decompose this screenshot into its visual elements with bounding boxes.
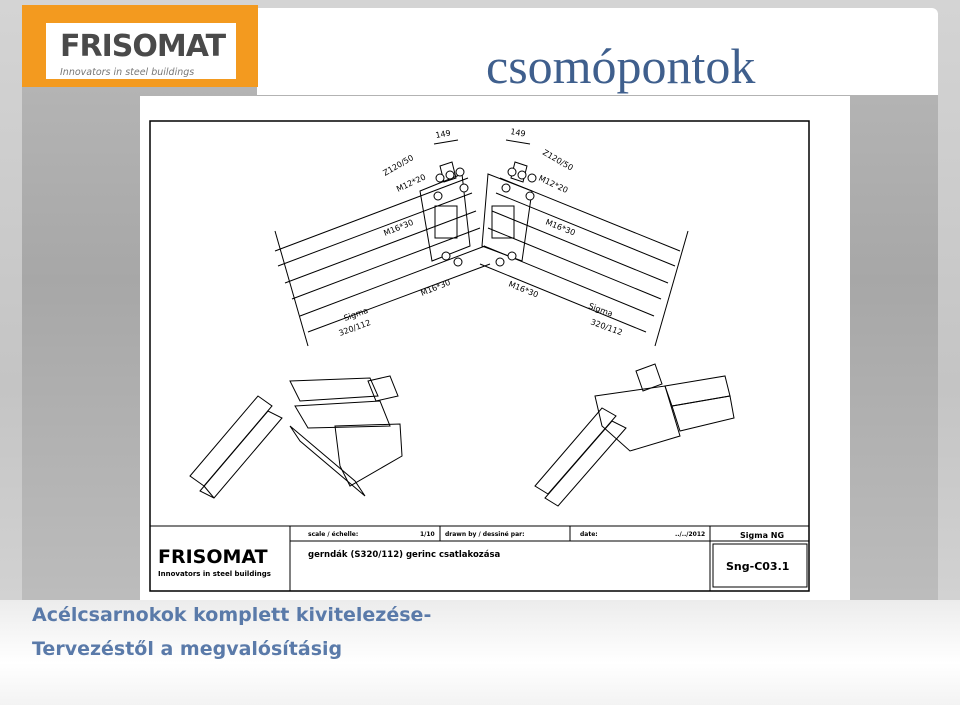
- title-block-tagline: Innovators in steel buildings: [158, 570, 271, 578]
- bolt-low-left-label: M16*30: [419, 278, 451, 298]
- company-logo: FRISOMAT Innovators in steel buildings: [22, 5, 258, 87]
- dim-right: 149: [510, 127, 527, 139]
- right-gusset-plate: [481, 173, 533, 262]
- left-beam-top: [274, 177, 469, 252]
- right-cut-line: [654, 230, 689, 347]
- isometric-left: [189, 375, 403, 499]
- dim-left-line: [433, 139, 459, 145]
- isometric-right: [534, 363, 735, 507]
- technical-drawing: 149 149 Z120/50 Z120/50 M12*20 M12*20 M1…: [140, 96, 850, 600]
- bolt-top-right-label: M12*20: [537, 174, 569, 195]
- bottom-band: [0, 600, 960, 705]
- left-beam-bottom: [307, 263, 491, 333]
- drawn-by-label: drawn by / dessiné par:: [445, 531, 524, 538]
- section-right-label-1: Sigma: [587, 301, 614, 318]
- header-panel: [257, 8, 938, 95]
- drawing-description: gerndák (S320/112) gerinc csatlakozása: [308, 550, 501, 560]
- bolt-low-right-label: M16*30: [507, 280, 539, 300]
- logo-wordmark: FRISOMAT: [60, 29, 226, 64]
- title-block-logo: FRISOMAT: [158, 546, 268, 568]
- right-plate-hole: [491, 205, 515, 239]
- slide-title: csomópontok: [486, 38, 756, 94]
- scale-label: scale / échelle:: [308, 531, 358, 538]
- system-name: Sigma NG: [740, 531, 784, 540]
- logo-tagline: Innovators in steel buildings: [60, 67, 195, 78]
- footer-line-2: Tervezéstől a megvalósításig: [32, 638, 343, 660]
- purlin-left-label: Z120/50: [382, 153, 416, 178]
- dim-left: 149: [435, 128, 452, 140]
- dim-right-line: [505, 139, 531, 145]
- right-beam-bottom: [479, 263, 647, 333]
- footer-line-1: Acélcsarnokok komplett kivitelezése-: [32, 604, 432, 626]
- logo-plate: FRISOMAT Innovators in steel buildings: [46, 23, 236, 79]
- title-block: [150, 525, 809, 591]
- scale-value: 1/10: [420, 531, 435, 538]
- bolt-top-left-label: M12*20: [395, 172, 427, 193]
- date-value: ../../2012: [675, 531, 705, 538]
- left-cut-line: [274, 230, 309, 347]
- date-label: date:: [580, 531, 598, 538]
- bolt-group: [433, 167, 537, 267]
- left-plate-hole: [434, 205, 458, 239]
- drawing-svg: 149 149 Z120/50 Z120/50 M12*20 M12*20 M1…: [149, 120, 810, 592]
- left-gusset-plate: [419, 173, 471, 262]
- drawing-number: Sng-C03.1: [726, 560, 789, 573]
- drawing-border: [149, 120, 810, 592]
- section-left-label-2: 320/112: [338, 318, 372, 338]
- purlin-right-label: Z120/50: [541, 148, 575, 173]
- elevation-view: [274, 139, 689, 347]
